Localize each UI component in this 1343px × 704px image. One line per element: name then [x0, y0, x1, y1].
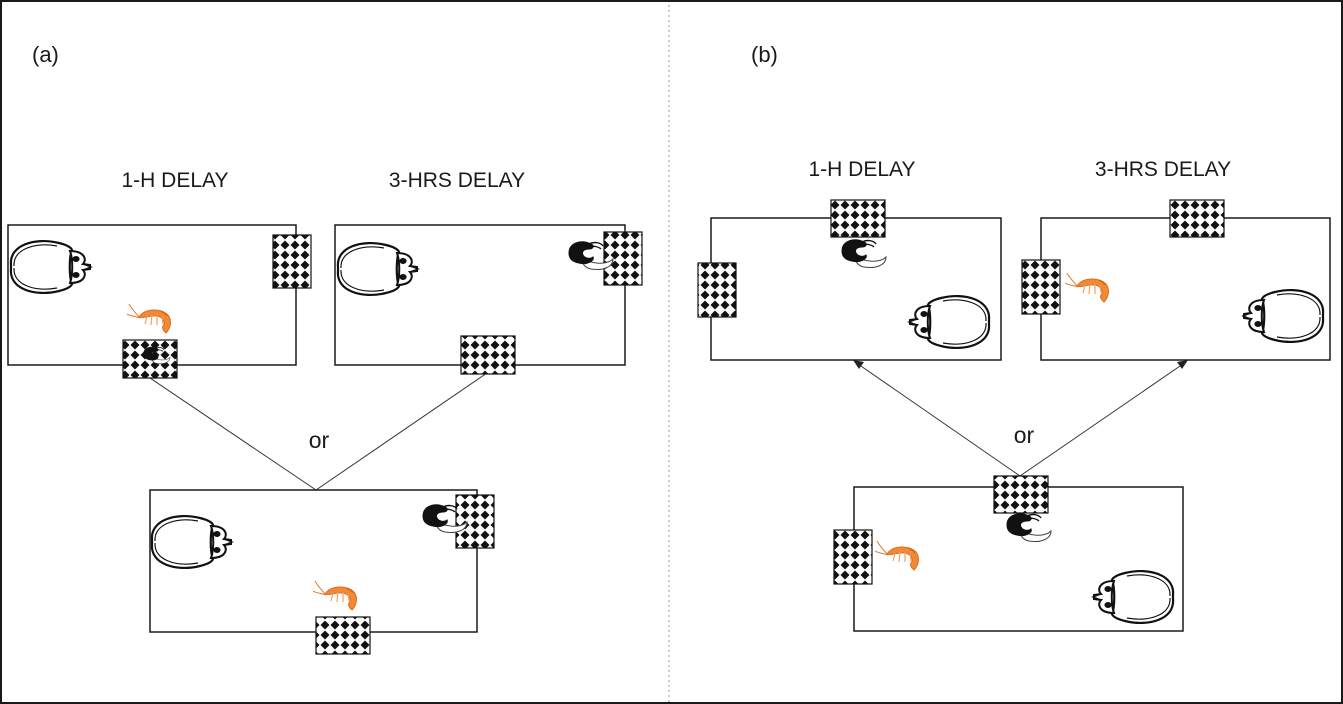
- panel-b: (b) 1-H DELAY 3-HRS DELAY or: [698, 42, 1330, 631]
- checkerboard-pattern: [1022, 260, 1060, 314]
- checkerboard-pattern: [461, 336, 515, 374]
- panel-b-condition-3h: 3-HRS DELAY: [1095, 158, 1231, 181]
- checkerboard-pattern: [831, 200, 885, 237]
- panel-a-link-1h: [150, 378, 316, 490]
- panel-b-letter: (b): [751, 42, 778, 67]
- checkerboard-pattern: [456, 495, 494, 548]
- panel-b-condition-1h: 1-H DELAY: [809, 158, 916, 181]
- panel-a: (a) 1-H DELAY 3-HRS DELAY or: [8, 42, 642, 654]
- checkerboard-pattern: [604, 232, 642, 285]
- panel-b-tank-3h: [1022, 200, 1330, 360]
- panel-a-tank-1h: [8, 225, 311, 378]
- checkerboard-pattern: [698, 263, 736, 317]
- panel-a-tank-test: [150, 490, 494, 654]
- checkerboard-pattern: [834, 530, 872, 584]
- panel-b-arrow-3h: [1020, 360, 1188, 476]
- panel-a-link-3h: [316, 373, 487, 490]
- panel-b-tank-test: [834, 476, 1183, 631]
- panel-a-condition-3h: 3-HRS DELAY: [389, 169, 525, 192]
- panel-b-tank-1h: [698, 200, 1001, 360]
- panel-b-arrow-1h: [853, 360, 1020, 476]
- panel-a-letter: (a): [32, 42, 59, 67]
- checkerboard-pattern: [273, 235, 311, 288]
- panel-a-condition-1h: 1-H DELAY: [122, 169, 229, 192]
- checkerboard-pattern: [1170, 200, 1224, 237]
- checkerboard-pattern: [316, 617, 370, 654]
- checkerboard-pattern: [994, 476, 1048, 513]
- panel-a-or-label: or: [309, 427, 330, 453]
- panel-b-or-label: or: [1014, 422, 1035, 448]
- panel-a-tank-3h: [335, 225, 642, 374]
